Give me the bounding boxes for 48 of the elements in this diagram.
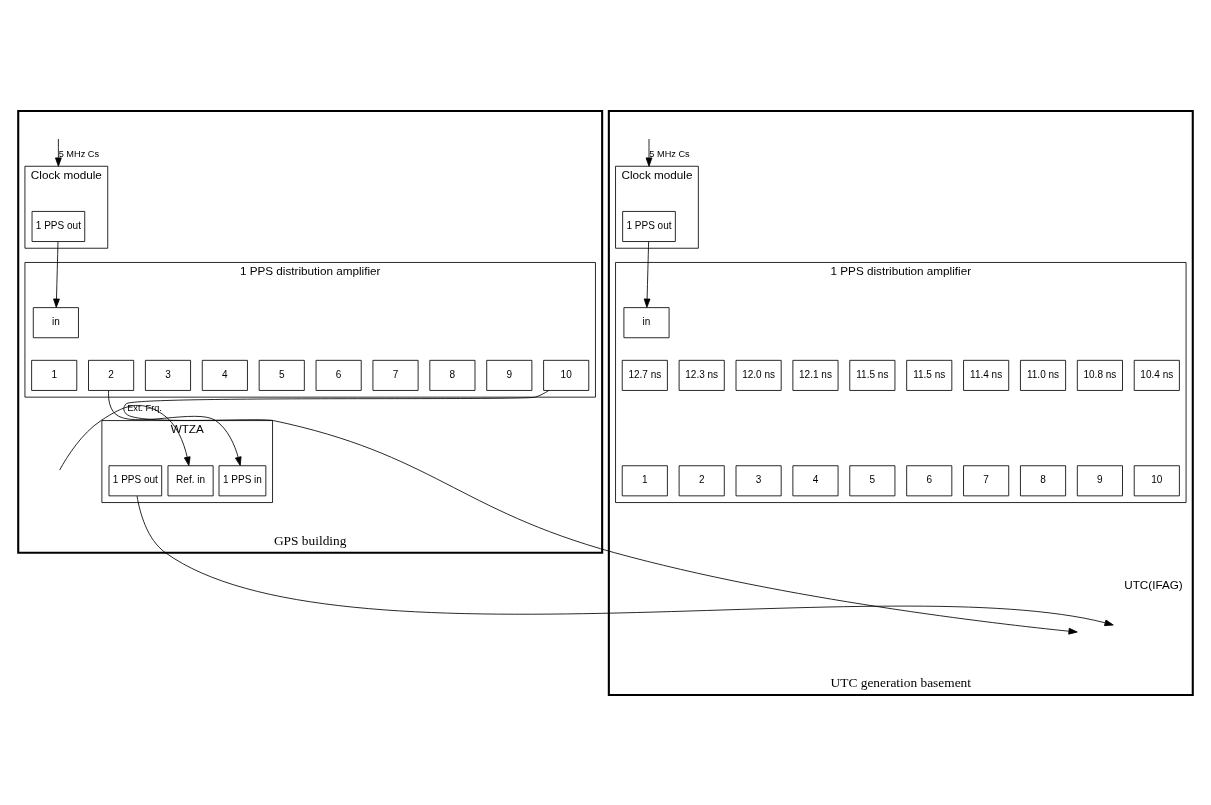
node-box: 11.4 ns (963, 359, 1010, 391)
node-box: 8 (429, 359, 476, 391)
node-box: 7 (963, 464, 1010, 496)
node-box: 6 (315, 359, 362, 391)
node-box: 5 (849, 464, 896, 496)
node-box: 1 (621, 464, 668, 496)
node-box: 7 (372, 359, 419, 391)
node-box: 11.5 ns (849, 359, 896, 391)
arrow (108, 389, 242, 466)
node-box: 2 (678, 464, 725, 496)
node-box: 1 PPS out (108, 464, 163, 496)
node-box: 1 PPS out (31, 210, 86, 242)
arrow (55, 138, 62, 167)
node-box: 10 (543, 359, 590, 391)
node-box: 12.3 ns (678, 359, 725, 391)
node-box: 8 (1020, 464, 1067, 496)
arrow (136, 495, 1114, 626)
node-box: 2 (88, 359, 135, 391)
edge-label: 5 MHz Cs (58, 148, 100, 159)
node-box: 3 (735, 464, 782, 496)
node-box: 4 (201, 359, 248, 391)
node-box: 9 (1076, 464, 1123, 496)
arrow (59, 404, 191, 471)
node-box: 10.8 ns (1076, 359, 1123, 391)
label: UTC(IFAG) (1124, 577, 1183, 591)
node-box: 10.4 ns (1133, 359, 1180, 391)
node-box: 11.5 ns (906, 359, 953, 391)
arrow (123, 389, 1078, 635)
node-box: in (623, 306, 670, 338)
arrow (53, 240, 60, 308)
node-box: 9 (486, 359, 533, 391)
edge-label: 5 MHz Cs (649, 148, 690, 159)
node-box: 1 PPS in (218, 464, 267, 496)
node-box: 12.0 ns (735, 359, 782, 391)
node-box: 12.7 ns (621, 359, 668, 391)
node-box: 12.1 ns (792, 359, 839, 391)
node-box: Ref. in (167, 464, 214, 496)
node-box: in (32, 306, 79, 338)
node-box: 5 (258, 359, 305, 391)
arrow (643, 240, 651, 308)
node-box: 4 (792, 464, 839, 496)
arrow (645, 138, 653, 167)
node-box: 1 (31, 359, 78, 391)
node-box: 11.0 ns (1020, 359, 1067, 391)
node-box: 6 (906, 464, 953, 496)
node-box: 1 PPS out (622, 210, 676, 242)
node-box: 10 (1133, 464, 1180, 496)
node-box: 3 (144, 359, 191, 391)
